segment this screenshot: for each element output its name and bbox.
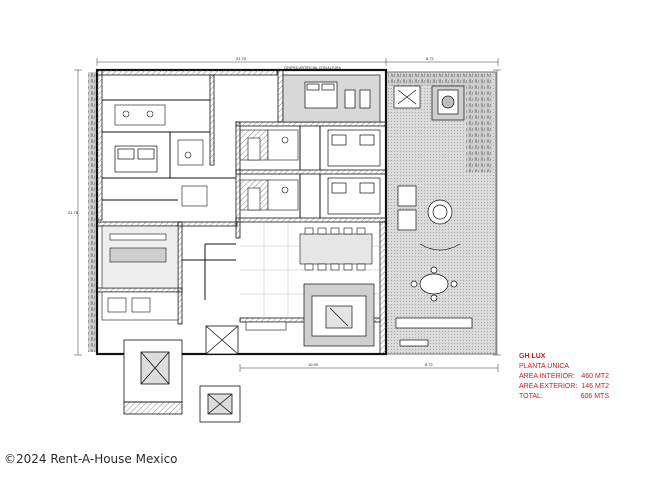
- living-room-sofas: [303, 283, 375, 347]
- dimension-left: 21.78: [68, 210, 79, 215]
- legend-row-exterior: AREA EXTERIOR: 146 MT2: [519, 382, 609, 392]
- legend-row-interior: AREA INTERIOR: 460 MT2: [519, 372, 609, 382]
- legend-row-label: AREA INTERIOR:: [519, 373, 576, 380]
- watermark: ©2024 Rent-A-House Mexico: [4, 452, 178, 466]
- legend-row-label: AREA EXTERIOR:: [519, 383, 578, 390]
- legend-title: GH LUX: [519, 353, 546, 360]
- bedroom-beds: [114, 129, 381, 215]
- dimension-bottom-side: 8.72: [425, 362, 434, 367]
- legend-row-label: TOTAL:: [519, 393, 543, 400]
- dimension-bottom-main: 10.90: [308, 362, 319, 367]
- legend-row-total: TOTAL: 606 MTS: [519, 392, 609, 402]
- legend-row-value: 606 MTS: [580, 393, 609, 400]
- master-bed: [282, 74, 381, 123]
- dimension-lines: [74, 58, 501, 372]
- interior-walls: [102, 99, 321, 300]
- garden-strip-right: [466, 86, 492, 172]
- garden-strip-top: [388, 74, 492, 86]
- annotation-top: CESPED ARTIFICIAL CON ALTURA: [284, 66, 342, 70]
- dimension-top-main: 21.70: [236, 56, 247, 61]
- legend-subtitle: PLANTA ÚNICA: [519, 363, 570, 370]
- garden-strip-left: [88, 72, 98, 352]
- dimension-top-side: 8.72: [426, 56, 435, 61]
- dining-table: [299, 227, 373, 271]
- legend-row-value: 146 MT2: [581, 383, 609, 390]
- kitchen: [101, 225, 179, 321]
- bathrooms: [114, 104, 299, 211]
- stair-core: [123, 325, 241, 423]
- tv-console: [245, 321, 287, 331]
- legend-row-value: 460 MT2: [581, 373, 609, 380]
- terrace-furniture: [393, 85, 473, 347]
- legend: GH LUX PLANTA ÚNICA AREA INTERIOR: 460 M…: [519, 352, 609, 402]
